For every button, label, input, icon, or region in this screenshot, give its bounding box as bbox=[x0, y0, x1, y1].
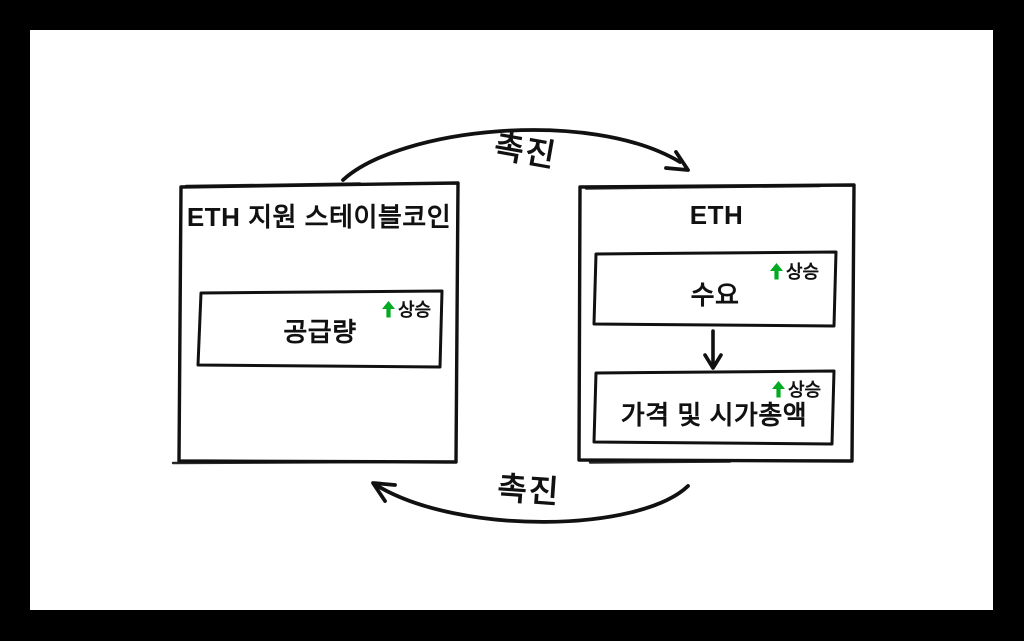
supply-box-outline bbox=[196, 289, 444, 369]
right-box-title: ETH bbox=[689, 199, 744, 230]
bottom-cycle-arrowhead bbox=[371, 481, 397, 503]
bottom-cycle-arrow-label: 촉진 bbox=[496, 469, 562, 511]
supply-box-label: 공급량 bbox=[283, 316, 357, 347]
demand-rise-badge: 상승 bbox=[770, 258, 819, 284]
supply-rise-badge: 상승 bbox=[382, 296, 431, 322]
left-box-bottom-overdraw bbox=[171, 460, 392, 465]
left-box-title: ETH 지원 스테이블코인 bbox=[186, 201, 452, 232]
price-rise-badge: 상승 bbox=[772, 376, 821, 402]
diagram-canvas: ETH 지원 스테이블코인 공급량 상승 ETH 수요 상승 가격 및 시가총액 bbox=[30, 30, 993, 610]
right-box-bottom-overdraw bbox=[588, 460, 732, 464]
rise-arrow-icon bbox=[382, 300, 395, 317]
right-box-top-overdraw bbox=[584, 184, 822, 190]
demand-box-label: 수요 bbox=[690, 279, 740, 310]
price-box-outline bbox=[592, 369, 836, 446]
price-rise-badge-label: 상승 bbox=[788, 380, 822, 400]
diagram-strokes bbox=[171, 128, 856, 524]
bottom-cycle-arrow bbox=[374, 483, 690, 524]
rise-arrow-icon bbox=[772, 380, 785, 397]
demand-box-outline bbox=[592, 250, 838, 328]
price-box-label: 가격 및 시가총액 bbox=[620, 399, 808, 430]
demand-to-price-arrowhead bbox=[703, 353, 723, 370]
top-cycle-arrow bbox=[341, 128, 682, 182]
demand-rise-badge-label: 상승 bbox=[786, 262, 820, 282]
left-box-outline bbox=[177, 181, 460, 464]
left-box-top-overdraw bbox=[184, 182, 362, 188]
top-cycle-arrowhead bbox=[664, 150, 690, 172]
supply-rise-badge-label: 상승 bbox=[398, 300, 432, 320]
rise-arrow-icon bbox=[770, 262, 783, 279]
